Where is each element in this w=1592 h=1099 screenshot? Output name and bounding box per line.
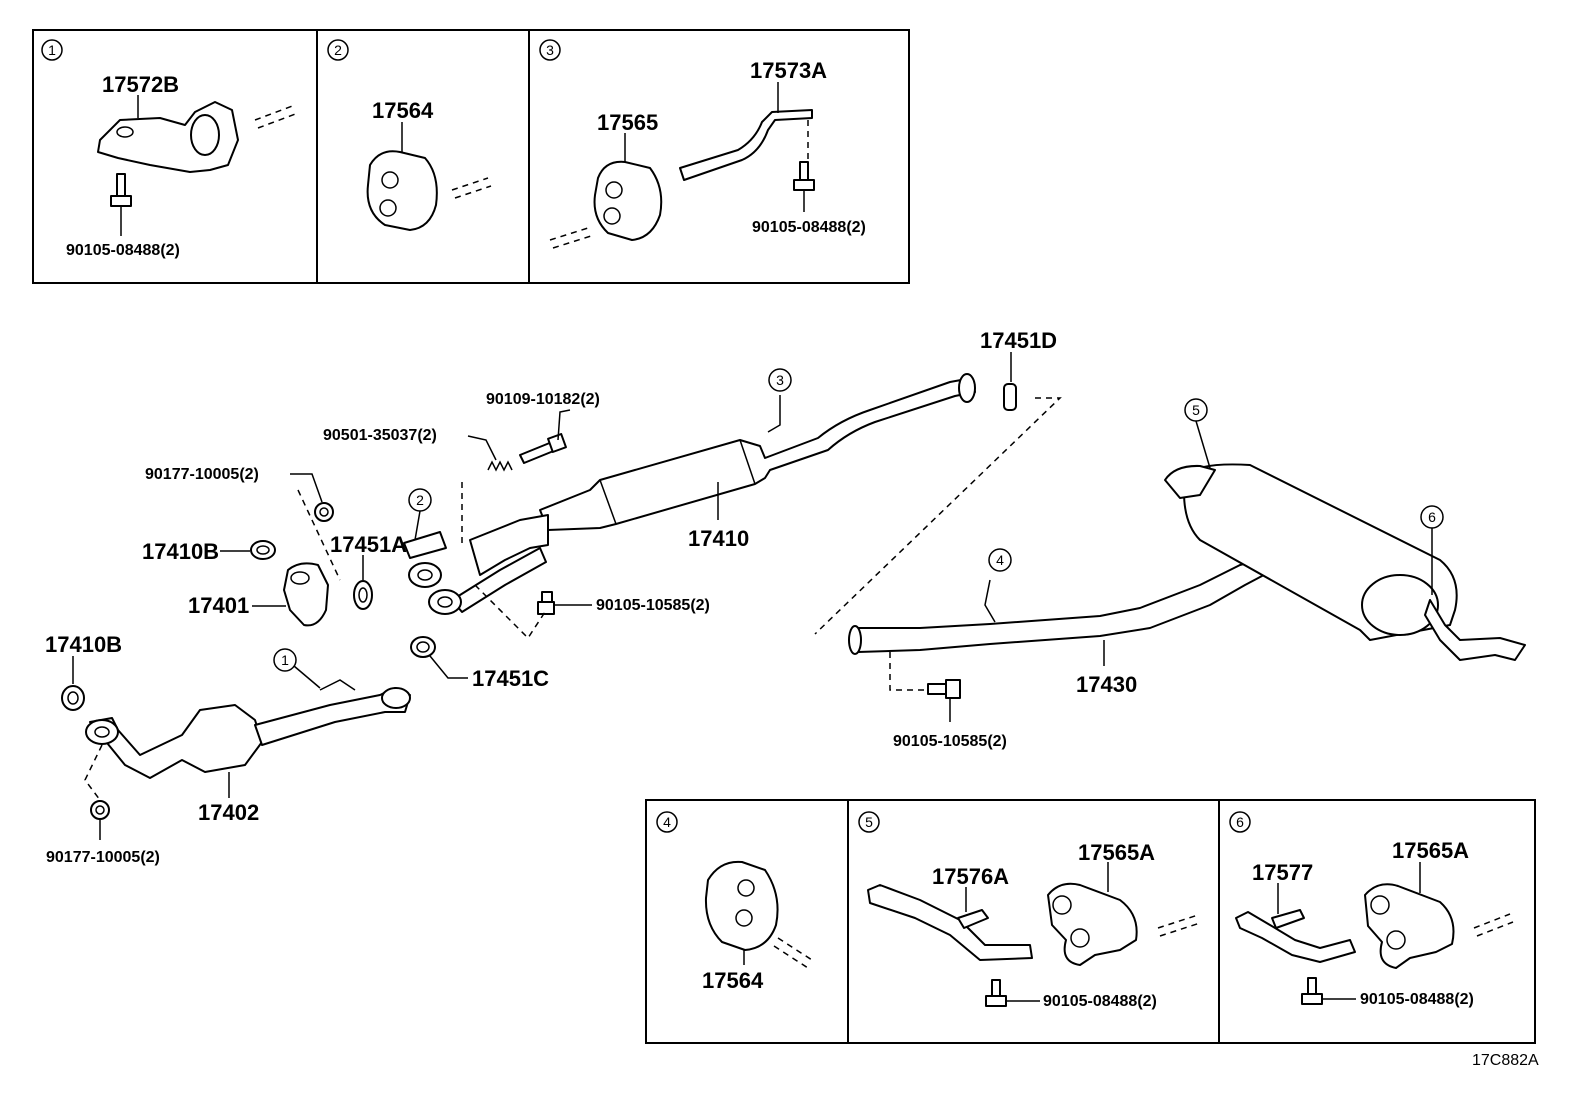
rubber-hanger-17564: [366, 150, 438, 231]
spring-icon: [487, 460, 513, 472]
rubber-hanger-17565A-box5: [1047, 882, 1138, 966]
label-90105-10585-mid: 90105-10585(2): [596, 597, 710, 614]
label-17564-box4: 17564: [702, 968, 764, 993]
hanger-rod-17573A: [679, 109, 813, 181]
bolt-icon: [519, 433, 567, 464]
label-17410: 17410: [688, 526, 749, 551]
tail-pipe-17430: [848, 559, 1263, 655]
label-90105-08488-box5: 90105-08488(2): [1043, 993, 1157, 1010]
label-17410B-left: 17410B: [45, 632, 122, 657]
callout-6-main: 6: [1428, 509, 1436, 525]
label-17576A: 17576A: [932, 864, 1009, 889]
label-90105-08488-box3: 90105-08488(2): [752, 219, 866, 236]
gasket-icon: [61, 685, 85, 711]
detail-box-1: 1 17572B 90105-08488(2): [32, 29, 318, 284]
muffler: [1164, 463, 1526, 661]
label-90105-10585-right: 90105-10585(2): [893, 733, 1007, 750]
bolt-icon: [1301, 977, 1323, 1005]
label-17451A: 17451A: [330, 532, 407, 557]
gasket-17451D: [1003, 383, 1017, 411]
bolt-icon: [537, 591, 555, 615]
bolt-icon: [793, 161, 815, 191]
front-pipe-17410: [408, 373, 976, 615]
callout-2-main: 2: [416, 492, 424, 508]
detail-box-3: 3 17565 17573A 90105-08488(2): [528, 29, 910, 284]
callout-2-label: 2: [334, 42, 342, 58]
detail-box-6: 6 17577 17565A 90105-08488(2): [1218, 799, 1536, 1044]
rubber-hanger-17565A-box6: [1364, 883, 1455, 969]
gasket-icon: [410, 636, 436, 658]
label-90109-10182: 90109-10182(2): [486, 391, 600, 408]
bracket-17577: [1235, 911, 1356, 963]
bolt-icon: [927, 679, 961, 699]
rubber-hanger-17565: [593, 160, 663, 241]
label-90501-35037: 90501-35037(2): [323, 427, 437, 444]
label-90105-08488-box1: 90105-08488(2): [66, 242, 180, 259]
label-17565A-box5: 17565A: [1078, 840, 1155, 865]
detail-box-2: 2 17564: [316, 29, 530, 284]
label-17402: 17402: [198, 800, 259, 825]
callout-1-label: 1: [48, 42, 56, 58]
figure-code: 17C882A: [1472, 1052, 1539, 1069]
callout-4-label: 4: [663, 814, 671, 830]
callout-3-label: 3: [546, 42, 554, 58]
label-17410B-mid: 17410B: [142, 539, 219, 564]
callout-3-main: 3: [776, 372, 784, 388]
elbow-17401: [283, 562, 329, 627]
nut-icon: [90, 800, 110, 820]
label-17430: 17430: [1076, 672, 1137, 697]
bolt-icon: [985, 979, 1007, 1007]
label-90177-10005-top: 90177-10005(2): [145, 466, 259, 483]
label-17401: 17401: [188, 593, 249, 618]
label-17565A-box6: 17565A: [1392, 838, 1469, 863]
detail-box-5: 5 17576A 17565A 90105-08488(2): [847, 799, 1220, 1044]
callout-4-main: 4: [996, 552, 1004, 568]
label-17577: 17577: [1252, 860, 1313, 885]
label-17451C: 17451C: [472, 666, 549, 691]
gasket-icon: [250, 540, 276, 560]
label-17564-box2: 17564: [372, 98, 434, 123]
label-90105-08488-box6: 90105-08488(2): [1360, 991, 1474, 1008]
callout-5-main: 5: [1192, 402, 1200, 418]
bolt-icon: [110, 173, 132, 207]
callout-1-main: 1: [281, 652, 289, 668]
bracket-17576A: [867, 884, 1033, 961]
label-17572B: 17572B: [102, 72, 179, 97]
gasket-icon: [353, 580, 373, 610]
label-17565: 17565: [597, 110, 658, 135]
label-17451D: 17451D: [980, 328, 1057, 353]
catalytic-converter-17402: [85, 679, 411, 779]
rubber-hanger-17564-box4: [704, 860, 779, 951]
label-90177-10005-bottom: 90177-10005(2): [46, 849, 160, 866]
detail-box-4: 4 17564: [645, 799, 849, 1044]
callout-5-label: 5: [865, 814, 873, 830]
callout-6-label: 6: [1236, 814, 1244, 830]
nut-icon: [314, 502, 334, 522]
label-17573A: 17573A: [750, 58, 827, 83]
